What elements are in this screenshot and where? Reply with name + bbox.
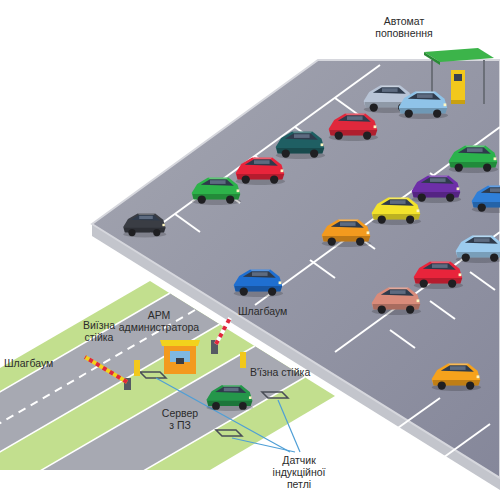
sensor-label: Датчик індукційної петлі	[268, 455, 330, 490]
workstation-label: АРМ администратора	[118, 310, 200, 334]
barrier	[85, 357, 131, 390]
leader-line	[156, 378, 300, 452]
car	[123, 86, 500, 412]
kiosk-label: Автомат поповнення	[368, 16, 440, 40]
admin-booth	[160, 340, 200, 374]
entry-stand-label: В'їзна стійка	[250, 367, 310, 379]
exit-stand-label: Виїзна стійка	[78, 320, 120, 344]
exit-stand	[134, 360, 140, 376]
barrier-label: Шлагбаум	[238, 306, 287, 318]
barrier-label: Шлагбаум	[4, 358, 53, 370]
barrier	[211, 318, 230, 354]
entrance-lanes	[0, 293, 305, 500]
server-label: Сервер з ПЗ	[160, 408, 200, 432]
entry-stand	[240, 352, 246, 368]
